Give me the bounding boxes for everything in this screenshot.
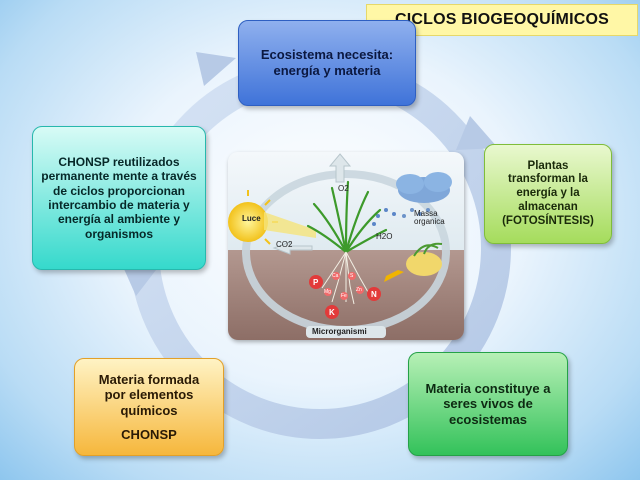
organic-matter-icon: [406, 242, 443, 276]
element-label: Ca: [332, 273, 339, 279]
illustration-graphic: [228, 152, 464, 340]
water-drops: [372, 208, 396, 226]
box-materia-formada: Materia formada por elementos químicos C…: [74, 358, 224, 456]
element-label: P: [313, 278, 319, 287]
cloud-icon: [396, 172, 452, 218]
box-ecosistema-text: Ecosistema necesita: energía y materia: [260, 47, 394, 78]
label-microrganismi: Microrganismi: [312, 327, 367, 336]
label-massa: Massa organica: [414, 210, 445, 226]
box-materia-seres-text: Materia constituye a seres vivos de ecos…: [425, 380, 551, 427]
label-h2o: H2O: [376, 232, 393, 241]
element-label: S: [350, 273, 354, 279]
element-label: Mg: [324, 289, 331, 295]
element-label: Zn: [356, 287, 362, 293]
o2-arrow-icon: [328, 153, 352, 183]
label-massa-line: organica: [414, 217, 445, 226]
element-label: K: [329, 308, 335, 317]
element-label: Fe: [341, 293, 347, 299]
box-plantas-line: Plantas: [527, 159, 569, 172]
cycle-arrow-top-left: [196, 52, 236, 86]
box-materia-formada-line: Materia formada: [98, 371, 200, 387]
box-materia-formada-line: químicos: [120, 403, 178, 418]
decomposition-arrow-icon: [384, 270, 404, 282]
nutrient-spheres: [309, 272, 381, 319]
element-label: N: [371, 290, 377, 299]
box-plantas: Plantas transforman la energía y la alma…: [484, 144, 612, 244]
box-plantas-line: energía y la: [516, 187, 580, 200]
label-co2: CO2: [276, 240, 293, 249]
box-plantas-line: almacenan: [518, 200, 578, 213]
plant-icon: [306, 180, 388, 254]
box-materia-formada-line: por elementos: [104, 387, 194, 403]
label-massa-line: Massa: [414, 209, 438, 218]
box-chonsp-text: CHONSP reutilizados permanente mente a t…: [41, 154, 197, 241]
box-plantas-line: (FOTOSÍNTESIS): [502, 214, 594, 227]
box-ecosistema: Ecosistema necesita: energía y materia: [238, 20, 416, 106]
light-beam: [264, 212, 316, 238]
box-plantas-line: transforman la: [508, 173, 588, 186]
cycle-illustration: Luce CO2 O2 H2O Massa organica Microrgan…: [228, 152, 464, 340]
box-chonsp: CHONSP reutilizados permanente mente a t…: [32, 126, 206, 270]
sun-icon: [228, 190, 278, 245]
box-materia-formada-line: CHONSP: [121, 426, 177, 442]
box-materia-seres: Materia constituye a seres vivos de ecos…: [408, 352, 568, 456]
cycle-arrow-right: [456, 116, 498, 150]
label-luce: Luce: [242, 214, 261, 223]
page-title: CICLOS BIOGEOQUÍMICOS: [366, 4, 638, 36]
label-o2: O2: [338, 184, 349, 193]
co2-arrow-icon: [272, 241, 313, 255]
